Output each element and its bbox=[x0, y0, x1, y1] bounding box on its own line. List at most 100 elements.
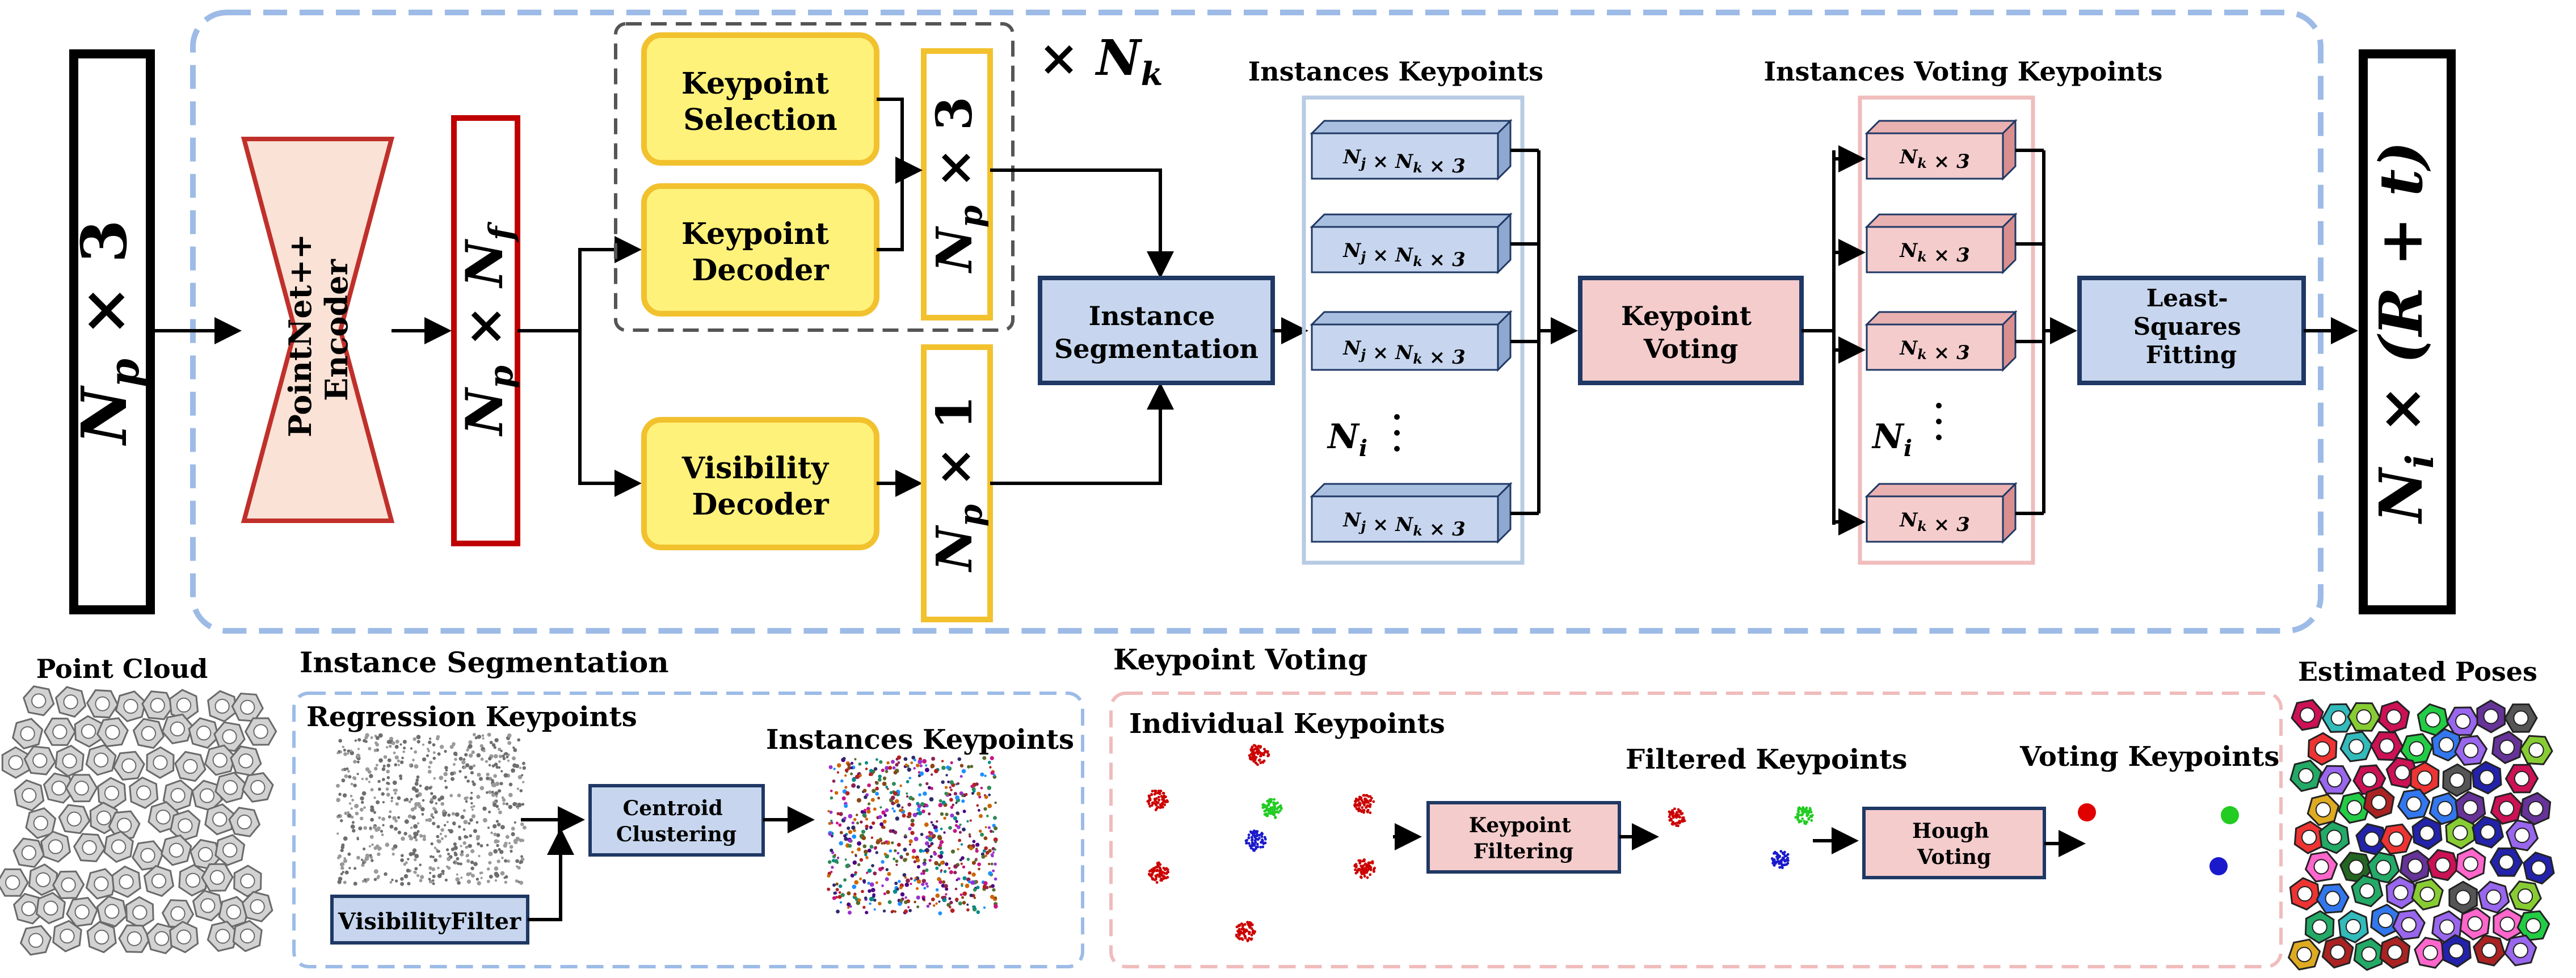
grey-nut bbox=[85, 744, 117, 776]
pose-nut bbox=[2441, 934, 2472, 968]
grey-nut bbox=[65, 774, 98, 803]
grey-nut bbox=[204, 744, 236, 776]
pose-nut bbox=[2304, 850, 2338, 883]
pose-nut bbox=[2426, 849, 2460, 882]
instance-keypoint-item: Nj × Nk × 3 bbox=[1310, 212, 1513, 275]
instance-seg-panel bbox=[292, 692, 1084, 968]
estimated-poses-title: Estimated Poses bbox=[2298, 656, 2537, 687]
regression-keypoints-title: Regression Keypoints bbox=[306, 701, 637, 733]
instance-seg-panel-title: Instance Segmentation bbox=[300, 646, 669, 679]
pose-nut bbox=[2367, 851, 2400, 884]
voting-keypoints-list: Nk × 3Nk × 3Nk × 3Nk × 3Ni bbox=[1801, 119, 2077, 544]
grey-nut bbox=[214, 772, 246, 803]
grey-nut bbox=[111, 865, 141, 898]
pose-nut bbox=[2293, 820, 2325, 854]
arrow-vis-to-seg bbox=[990, 382, 1174, 485]
grey-nut bbox=[146, 746, 175, 779]
grey-nut bbox=[192, 890, 224, 922]
grey-nut bbox=[96, 895, 128, 928]
individual-keypoints-image bbox=[1146, 744, 1377, 942]
grey-nut bbox=[12, 837, 45, 868]
pose-nut bbox=[2355, 823, 2389, 855]
keypoint-filtering-box bbox=[1426, 801, 1621, 874]
nk-label: × Nk bbox=[1038, 29, 1163, 93]
pose-nut bbox=[2472, 761, 2502, 795]
keypoint-cluster bbox=[1770, 850, 1790, 870]
grey-nut bbox=[52, 920, 82, 952]
keypoint-cluster bbox=[1146, 789, 1169, 812]
ellipsis-dot bbox=[1394, 414, 1400, 420]
visibility-output-label: Np × 1 bbox=[926, 395, 990, 573]
grey-nut bbox=[1, 746, 30, 779]
grey-nut bbox=[141, 690, 174, 720]
filtered-keypoints-title: Filtered Keypoints bbox=[1626, 744, 1907, 775]
grey-nut bbox=[188, 717, 220, 749]
regression-keypoints-image bbox=[336, 732, 527, 886]
grey-nut bbox=[28, 863, 58, 896]
ellipsis-dot bbox=[1394, 446, 1400, 452]
ni-label: Ni bbox=[1327, 417, 1367, 462]
instances-keypoints-list: Nj × Nk × 3Nj × Nk × 3Nj × Nk × 3Nj × Nk… bbox=[1310, 119, 1578, 544]
grey-nut bbox=[169, 921, 199, 954]
item-label: Nj × Nk × 3 bbox=[1342, 239, 1465, 271]
visibility-output-box bbox=[921, 344, 993, 622]
pose-nut bbox=[2508, 880, 2542, 912]
pose-nut bbox=[2307, 732, 2338, 766]
pose-nut bbox=[2289, 877, 2321, 911]
grey-nut bbox=[19, 925, 52, 956]
grey-nut bbox=[23, 745, 56, 775]
pose-nut bbox=[2454, 735, 2488, 766]
pose-nut bbox=[2318, 820, 2350, 854]
grey-nut bbox=[85, 868, 117, 900]
item-label: Nj × Nk × 3 bbox=[1342, 146, 1465, 178]
pose-nut bbox=[2455, 847, 2486, 881]
item-label: Nk × 3 bbox=[1899, 509, 1970, 536]
vote-point-green bbox=[2221, 806, 2239, 824]
point-cloud-title: Point Cloud bbox=[36, 654, 208, 684]
vote-point-red bbox=[2078, 803, 2096, 821]
keypoint-cluster bbox=[1261, 798, 1283, 819]
pose-nut bbox=[2338, 791, 2371, 824]
estimated-poses-image bbox=[2287, 699, 2555, 971]
pose-nut bbox=[2431, 728, 2462, 762]
least-squares-label: Least- Squares Fitting bbox=[2133, 284, 2250, 369]
grey-nut bbox=[174, 751, 207, 782]
grey-nut bbox=[73, 833, 106, 862]
grey-nut bbox=[52, 870, 85, 899]
grey-nut bbox=[115, 690, 146, 722]
pose-nut bbox=[2445, 706, 2480, 736]
grey-nut bbox=[112, 751, 145, 781]
keypoint-cluster bbox=[1353, 858, 1377, 879]
pose-nut bbox=[2489, 847, 2523, 877]
grey-nut bbox=[232, 920, 263, 952]
output-box bbox=[2359, 49, 2456, 614]
grey-nut bbox=[86, 921, 117, 954]
instances-keypoints-frame bbox=[1302, 95, 1525, 565]
grey-nut bbox=[169, 689, 199, 722]
arrow-to-kp-decoder bbox=[578, 236, 642, 331]
pose-nut bbox=[2476, 699, 2506, 734]
keypoint-cluster bbox=[1668, 807, 1686, 828]
keypoint-output-label: Np × 3 bbox=[926, 96, 990, 274]
grey-nut bbox=[148, 801, 179, 833]
instances-keypoints-panel-title: Instances Keypoints bbox=[766, 724, 1074, 756]
keypoint-cluster bbox=[1235, 921, 1257, 942]
centroid-clustering-label: Centroid Clustering bbox=[616, 796, 736, 846]
pose-nut bbox=[2477, 880, 2510, 914]
grey-nut bbox=[54, 744, 85, 777]
item-label: Nk × 3 bbox=[1899, 337, 1970, 364]
pose-nut bbox=[2400, 849, 2431, 883]
pose-nut bbox=[2459, 907, 2491, 941]
grey-nut bbox=[207, 920, 239, 952]
pose-nut bbox=[2523, 851, 2555, 885]
hough-voting-label: Hough Voting bbox=[1912, 819, 1996, 869]
pose-nut bbox=[2520, 791, 2552, 826]
keypoint-selection-label: Keypoint Selection bbox=[681, 66, 839, 137]
grey-nut bbox=[35, 892, 66, 925]
instances-keypoints-title: Instances Keypoints bbox=[1248, 56, 1543, 87]
feature-label: Np × Nf bbox=[454, 221, 520, 437]
pose-nut bbox=[2472, 815, 2505, 849]
pose-nut bbox=[2351, 874, 2384, 908]
grey-nut bbox=[96, 717, 129, 748]
pose-nut bbox=[2385, 875, 2416, 910]
